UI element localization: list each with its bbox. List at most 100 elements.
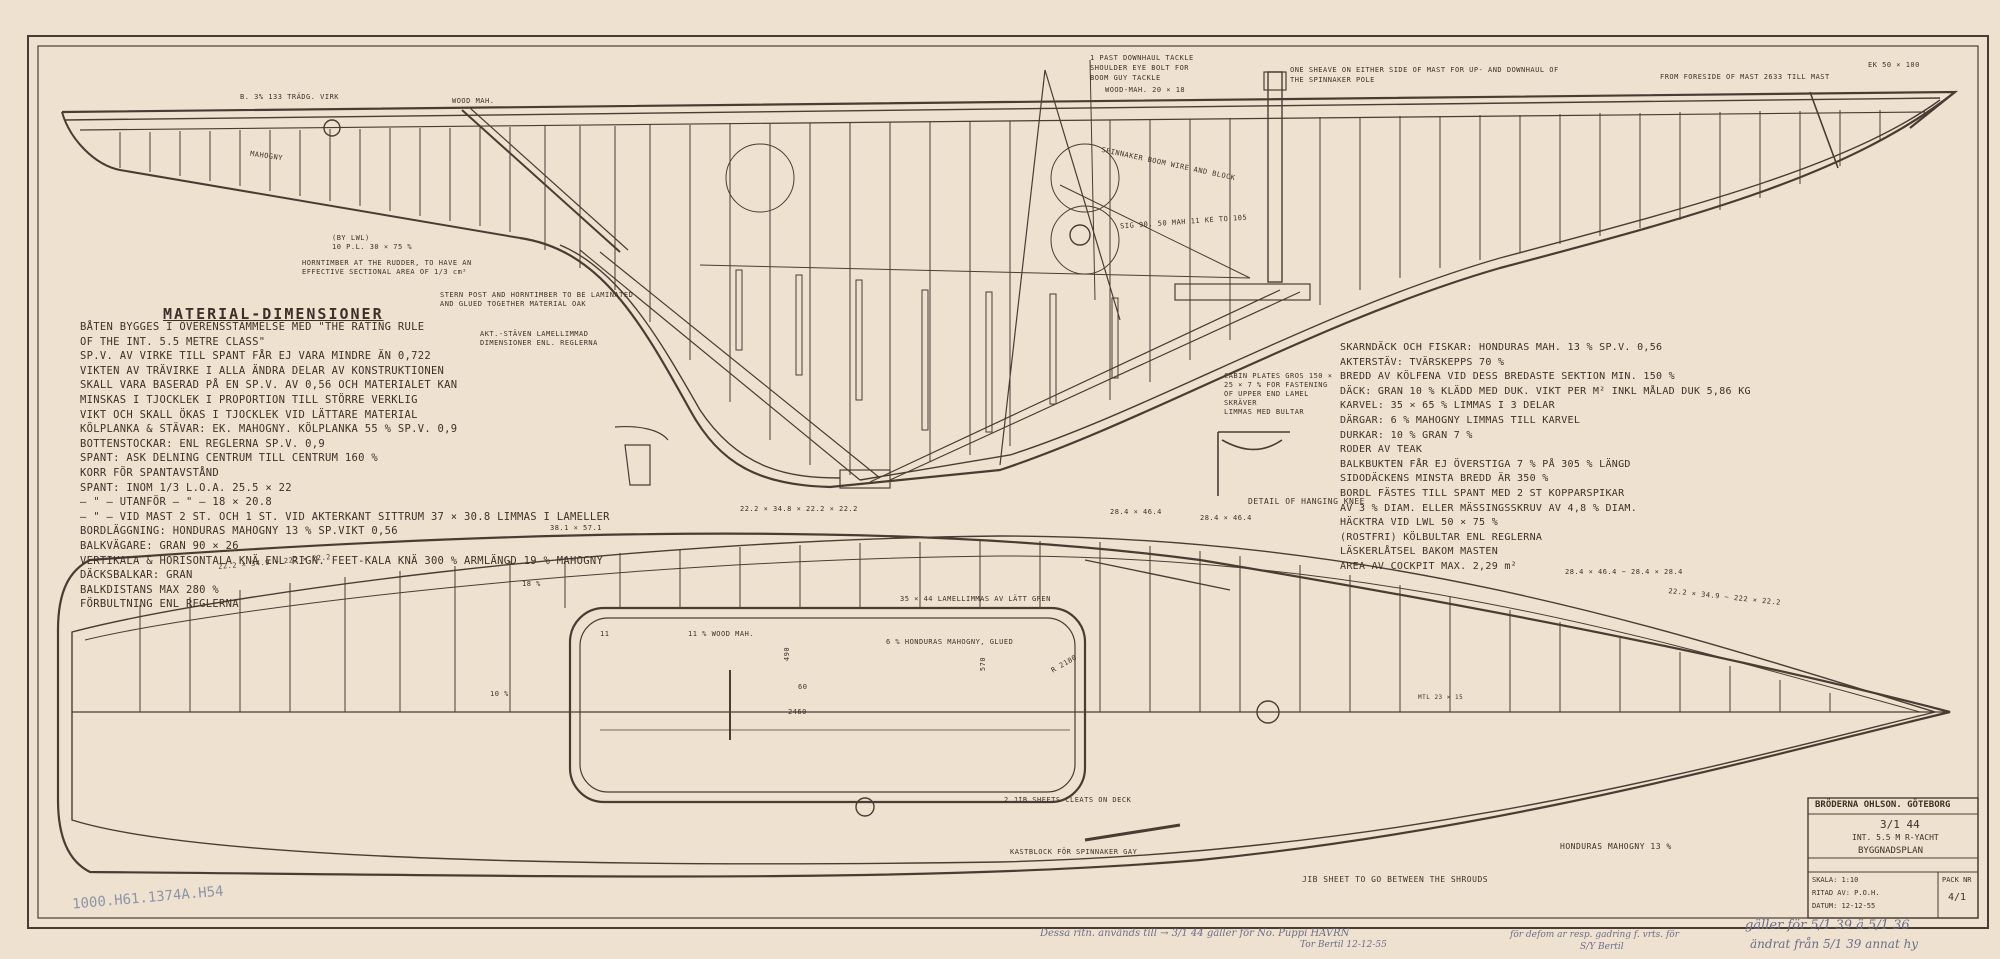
note-cabin-5: LIMMAS MED BULTAR bbox=[1224, 408, 1305, 416]
material-line: SPANT: INOM 1/3 L.O.A. 25.5 × 22 bbox=[80, 481, 292, 494]
note-mid-dim-4: 28.4 × 46.4 − 28.4 × 28.4 bbox=[1565, 568, 1683, 576]
spec-line: BORDL FÄSTES TILL SPANT MED 2 ST KOPPARS… bbox=[1340, 487, 1625, 499]
note-honduras-13: HONDURAS MAHOGNY 13 % bbox=[1560, 842, 1672, 851]
material-line: SP.V. AV VIRKE TILL SPANT FÅR EJ VARA MI… bbox=[80, 350, 431, 363]
handwritten-note-5: gäller för 5/1 39 ä 5/1 36 bbox=[1745, 918, 1910, 933]
note-dim-570: 570 bbox=[979, 656, 988, 672]
note-dim-60: 60 bbox=[798, 683, 808, 691]
note-horn-1: HORNTIMBER AT THE RUDDER, TO HAVE AN bbox=[302, 259, 472, 267]
note-percent-18: 18 % bbox=[522, 580, 541, 588]
handwritten-note-3: för defom ar resp. gadring f. vrts. för bbox=[1510, 930, 1680, 940]
title-drawn-by: RITAD AV: P.O.H. bbox=[1812, 889, 1880, 897]
note-stern-2: AND GLUED TOGETHER MATERIAL OAK bbox=[440, 300, 587, 308]
spec-line: KARVEL: 35 × 65 % LIMMAS I 3 DELAR bbox=[1340, 400, 1555, 412]
spec-line: (ROSTFRI) KÖLBULTAR ENL REGLERNA bbox=[1340, 531, 1543, 543]
note-wood-mah: WOOD MAH. bbox=[452, 97, 495, 105]
title-number: 3/1 44 bbox=[1880, 818, 1920, 831]
note-sheave-2: THE SPINNAKER POLE bbox=[1290, 76, 1375, 84]
title-date: DATUM: 12-12-55 bbox=[1812, 902, 1876, 910]
material-line: — " — VID MAST 2 ST. OCH 1 ST. VID AKTER… bbox=[80, 510, 610, 523]
material-line: BALKDISTANS MAX 280 % bbox=[80, 583, 220, 596]
note-lwl-1: (BY LWL) bbox=[332, 234, 370, 242]
material-line: FÖRBULTNING ENL REGLERNA bbox=[80, 598, 239, 611]
note-wood-mah-2: 11 % WOOD MAH. bbox=[688, 630, 755, 638]
note-mid-dim-3: 38.1 × 57.1 bbox=[550, 524, 602, 532]
material-title: MATERIAL-DIMENSIONER bbox=[163, 305, 384, 323]
hull-profile bbox=[61, 59, 1959, 496]
material-line: OF THE INT. 5.5 METRE CLASS" bbox=[80, 335, 266, 348]
spec-line: AV 3 % DIAM. ELLER MÄSSINGSSKRUV AV 4,8 … bbox=[1340, 502, 1638, 514]
title-class: INT. 5.5 M R-YACHT bbox=[1852, 833, 1939, 842]
spec-line: SIDODÄCKENS MINSTA BREDD ÄR 350 % bbox=[1340, 473, 1549, 485]
material-line: DÄCKSBALKAR: GRAN bbox=[80, 569, 193, 582]
note-honduras-glued: 6 % HONDURAS MAHOGNY, GLUED bbox=[886, 638, 1014, 646]
note-downhaul-2: SHOULDER EYE BOLT FOR bbox=[1090, 64, 1190, 72]
spec-line: DÄRGAR: 6 % MAHOGNY LIMMAS TILL KARVEL bbox=[1340, 414, 1581, 426]
spec-line: AKTERSTÄV: TVÄRSKEPPS 70 % bbox=[1340, 356, 1505, 368]
note-dim-11: 11 bbox=[600, 630, 610, 638]
material-list: BÅTEN BYGGES I ÖVERENSSTÄMMELSE MED "THE… bbox=[80, 320, 610, 612]
title-firm: BRÖDERNA OHLSON. GÖTEBORG bbox=[1815, 800, 1951, 810]
note-downhaul-3: BOOM GUY TACKLE bbox=[1090, 74, 1161, 82]
note-stern-1: STERN POST AND HORNTIMBER TO BE LAMINATE… bbox=[440, 291, 634, 299]
material-line: SPANT: ASK DELNING CENTRUM TILL CENTRUM … bbox=[80, 452, 378, 465]
material-line: — " — UTANFÖR — " — 18 × 20.8 bbox=[80, 496, 273, 509]
note-akt-1: AKT.-STÄVEN LAMELLIMMAD bbox=[480, 330, 589, 338]
spec-line: RODER AV TEAK bbox=[1340, 444, 1423, 456]
material-line: BÅTEN BYGGES I ÖVERENSSTÄMMELSE MED "THE… bbox=[80, 321, 425, 333]
note-cleats: 2 JIB SHEETS CLEATS ON DECK bbox=[1004, 796, 1132, 804]
note-sheave-1: ONE SHEAVE ON EITHER SIDE OF MAST FOR UP… bbox=[1290, 66, 1559, 74]
note-deck-dim-top: 22.2 × 34.8 × 22.2 × 22.2 bbox=[740, 505, 858, 513]
note-dim-490: 490 bbox=[783, 646, 792, 662]
material-line: KÖLPLANKA & STÄVAR: EK. MAHOGNY. KÖLPLAN… bbox=[80, 423, 458, 436]
inner-border bbox=[37, 45, 1979, 919]
note-cabin-4: SKRÄVER bbox=[1224, 399, 1258, 407]
note-mtl-dim: MTL 23 × 15 bbox=[1418, 694, 1464, 701]
spec-line: LÄSKERLÅTSEL BAKOM MASTEN bbox=[1340, 546, 1499, 558]
note-dim-2460: 2460 bbox=[788, 708, 807, 716]
material-line: VERTIKALA & HORISONTALA KNÄ ENL RIGN. FE… bbox=[80, 554, 604, 567]
spec-line: BALKBUKTEN FÅR EJ ÖVERSTIGA 7 % PÅ 305 %… bbox=[1340, 458, 1631, 470]
material-line: KORR FÖR SPANTAVSTÅND bbox=[80, 466, 220, 479]
title-sheet-number: 4/1 bbox=[1948, 892, 1967, 903]
note-lwl-2: 10 P.L. 30 × 75 % bbox=[332, 243, 413, 251]
material-line: SKALL VARA BASERAD PÅ EN SP.V. AV 0,56 O… bbox=[80, 379, 458, 392]
note-mid-dim-1: 28.4 × 46.4 bbox=[1110, 508, 1162, 516]
handwritten-note-4: S/Y Bertil bbox=[1580, 942, 1624, 952]
title-scale: SKALA: 1:10 bbox=[1812, 876, 1859, 884]
note-downhaul-4: WOOD-MAH. 20 × 18 bbox=[1105, 86, 1186, 94]
material-line: MINSKAS I TJOCKLEK I PROPORTION TILL STÖ… bbox=[80, 393, 418, 406]
material-line: BALKVÄGARE: GRAN 90 × 26 bbox=[80, 539, 239, 552]
note-laminated: 35 × 44 LAMELLIMMAS AV LÄTT GREN bbox=[900, 595, 1051, 603]
handwritten-note-1: Dessa ritn. används till → 3/1 44 gäller… bbox=[1040, 928, 1350, 939]
title-sheet-label: PACK NR bbox=[1942, 876, 1972, 884]
note-percent-10: 10 % bbox=[490, 690, 509, 698]
note-spinnaker-guy: KASTBLOCK FÖR SPINNAKER GAY bbox=[1010, 848, 1138, 856]
outer-border bbox=[27, 35, 1989, 929]
note-ek: EK 50 × 100 bbox=[1868, 61, 1920, 69]
note-cabin-2: 25 × 7 % FOR FASTENING bbox=[1224, 381, 1328, 389]
cockpit-outline bbox=[568, 606, 1087, 804]
note-trade-wind: B. 3% 133 TRÄDG. VIRK bbox=[240, 93, 340, 101]
material-line: BOTTENSTOCKAR: ENL REGLERNA SP.V. 0,9 bbox=[80, 437, 325, 450]
note-forepost: FROM FORESIDE OF MAST 2633 TILL MAST bbox=[1660, 73, 1830, 81]
spec-line: BREDD AV KÖLFENA VID DESS BREDASTE SEKTI… bbox=[1340, 371, 1675, 383]
spec-line: AREA AV COCKPIT MAX. 2,29 m² bbox=[1340, 560, 1517, 572]
handwritten-note-6: ändrat från 5/1 39 annat hy bbox=[1750, 937, 1919, 951]
note-jib-sheet: JIB SHEET TO GO BETWEEN THE SHROUDS bbox=[1302, 875, 1489, 884]
material-line: BORDLÄGGNING: HONDURAS MAHOGNY 13 % SP.V… bbox=[80, 525, 398, 538]
handwritten-note-2: Tor Bertil 12-12-55 bbox=[1300, 940, 1387, 950]
note-detail-knee: DETAIL OF HANGING KNEE bbox=[1248, 497, 1365, 506]
note-akt-2: DIMENSIONER ENL. REGLERNA bbox=[480, 339, 598, 347]
note-horn-2: EFFECTIVE SECTIONAL AREA OF 1/3 cm² bbox=[302, 268, 468, 276]
material-line: VIKT OCH SKALL ÖKAS I TJOCKLEK VID LÄTTA… bbox=[80, 408, 418, 421]
material-line: VIKTEN AV TRÄVIRKE I ALLA ÄNDRA DELAR AV… bbox=[80, 364, 445, 377]
note-downhaul-1: 1 PAST DOWNHAUL TACKLE bbox=[1090, 54, 1194, 62]
spec-list: SKARNDÄCK OCH FISKAR: HONDURAS MAH. 13 %… bbox=[1340, 341, 1751, 575]
spec-line: DÄCK: GRAN 10 % KLÄDD MED DUK. VIKT PER … bbox=[1340, 385, 1751, 397]
note-cabin-3: OF UPPER END LAMEL bbox=[1224, 390, 1309, 398]
note-mid-dim-2: 28.4 × 46.4 bbox=[1200, 514, 1252, 522]
spec-line: HÄCKTRA VID LWL 50 × 75 % bbox=[1340, 517, 1499, 529]
